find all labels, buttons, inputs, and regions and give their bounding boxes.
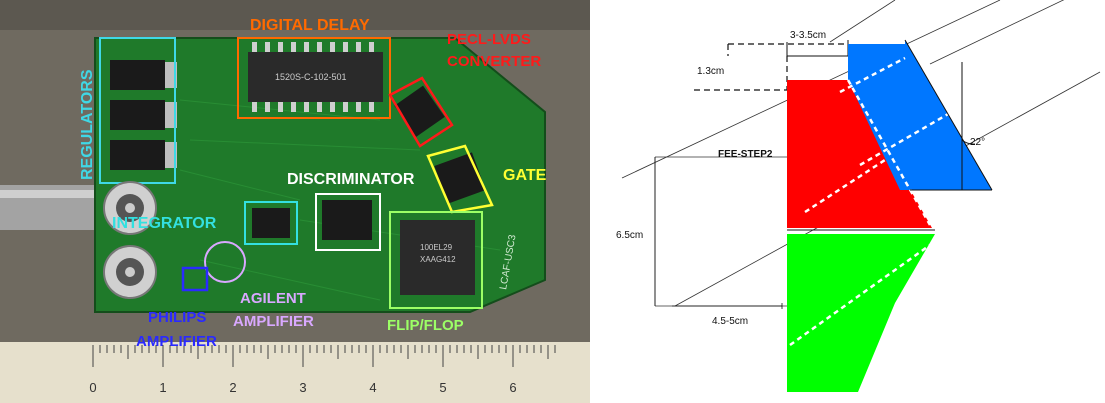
board-photo: 1520S-C-102-501 100EL29 XAAG412 LCAF-USC…	[0, 0, 590, 403]
delay-chip-text: 1520S-C-102-501	[275, 72, 347, 82]
dim-4.5-5cm: 4.5-5cm	[712, 316, 748, 327]
ruler-number: 3	[299, 380, 306, 395]
dim-angle: 22°	[970, 137, 985, 148]
label-converter: CONVERTER	[447, 53, 541, 70]
ruler-number: 1	[159, 380, 166, 395]
flipflop-chip-text-1: 100EL29	[420, 243, 453, 252]
label-pecl-lvds: PECL-LVDS	[447, 31, 531, 48]
ruler-number: 0	[89, 380, 96, 395]
red-section	[787, 80, 932, 228]
integrator-box	[244, 201, 298, 245]
label-philips-amplifier: AMPLIFIER	[136, 333, 217, 350]
digital-delay-box	[237, 37, 391, 119]
label-digital-delay: DIGITAL DELAY	[250, 17, 370, 34]
ruler: 0 1 2 3 4 5 6	[0, 342, 590, 403]
integrator-chip	[252, 208, 290, 238]
dashed-construction	[694, 43, 848, 91]
dim-1.3cm: 1.3cm	[697, 66, 724, 77]
discriminator-chip	[322, 200, 372, 240]
pecl-chip	[394, 85, 445, 137]
ruler-number: 6	[509, 380, 516, 395]
bnc-connector-bottom	[103, 245, 157, 299]
label-agilent-amplifier: AMPLIFIER	[233, 313, 314, 330]
label-agilent: AGILENT	[240, 290, 306, 307]
label-regulators: REGULATORS	[79, 69, 96, 180]
label-integrator: INTEGRATOR	[112, 215, 217, 232]
philips-box	[181, 266, 209, 292]
discriminator-box	[315, 193, 381, 251]
ruler-number: 5	[439, 380, 446, 395]
green-section	[787, 234, 935, 392]
bnc-connector-top	[103, 181, 157, 235]
label-flipflop: FLIP/FLOP	[387, 317, 464, 334]
dim-3-3.5cm: 3-3.5cm	[790, 30, 826, 41]
geometry-diagram: 3-3.5cm 1.3cm 22° 6.5cm 4.5-5cm FEE-STEP…	[616, 0, 1101, 392]
label-philips: PHILIPS	[148, 309, 206, 326]
flipflop-chip	[400, 220, 475, 295]
dim-6.5cm: 6.5cm	[616, 230, 643, 241]
delay-chip	[248, 52, 383, 102]
regulator-components	[110, 60, 177, 170]
fee-step2-label: FEE-STEP2	[718, 149, 773, 160]
gate-box	[426, 144, 494, 214]
flipflop-chip-text-2: XAAG412	[420, 255, 456, 264]
agilent-circle	[204, 241, 246, 283]
ruler-number: 2	[229, 380, 236, 395]
ruler-number: 4	[369, 380, 376, 395]
cut-lines	[789, 56, 956, 347]
label-discriminator: DISCRIMINATOR	[287, 171, 415, 188]
label-gate: GATE	[503, 167, 547, 184]
pecl-lvds-box	[388, 76, 454, 148]
flipflop-box	[389, 211, 483, 309]
